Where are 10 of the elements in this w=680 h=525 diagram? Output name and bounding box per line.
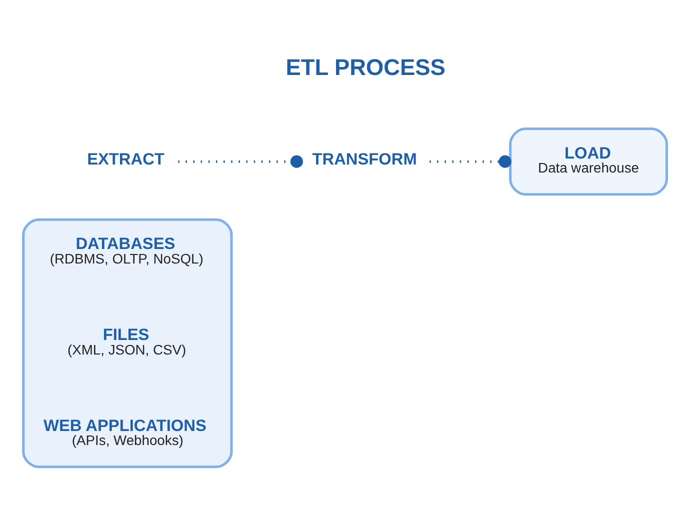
node-text: FILES (XML, JSON, CSV)	[68, 326, 186, 358]
node-text: TRANSFORM	[312, 150, 417, 169]
connector	[430, 155, 512, 168]
label: ETL PROCESS	[286, 54, 446, 80]
node-box: LOAD Data warehouse	[509, 128, 668, 196]
cluster	[22, 218, 233, 468]
node-text: DATABASES (RDBMS, OLTP, NoSQL)	[50, 235, 204, 267]
node-text: EXTRACT	[87, 150, 164, 169]
node-text: WEB APPLICATIONS (APIs, Webhooks)	[44, 416, 206, 448]
connector	[178, 155, 303, 168]
